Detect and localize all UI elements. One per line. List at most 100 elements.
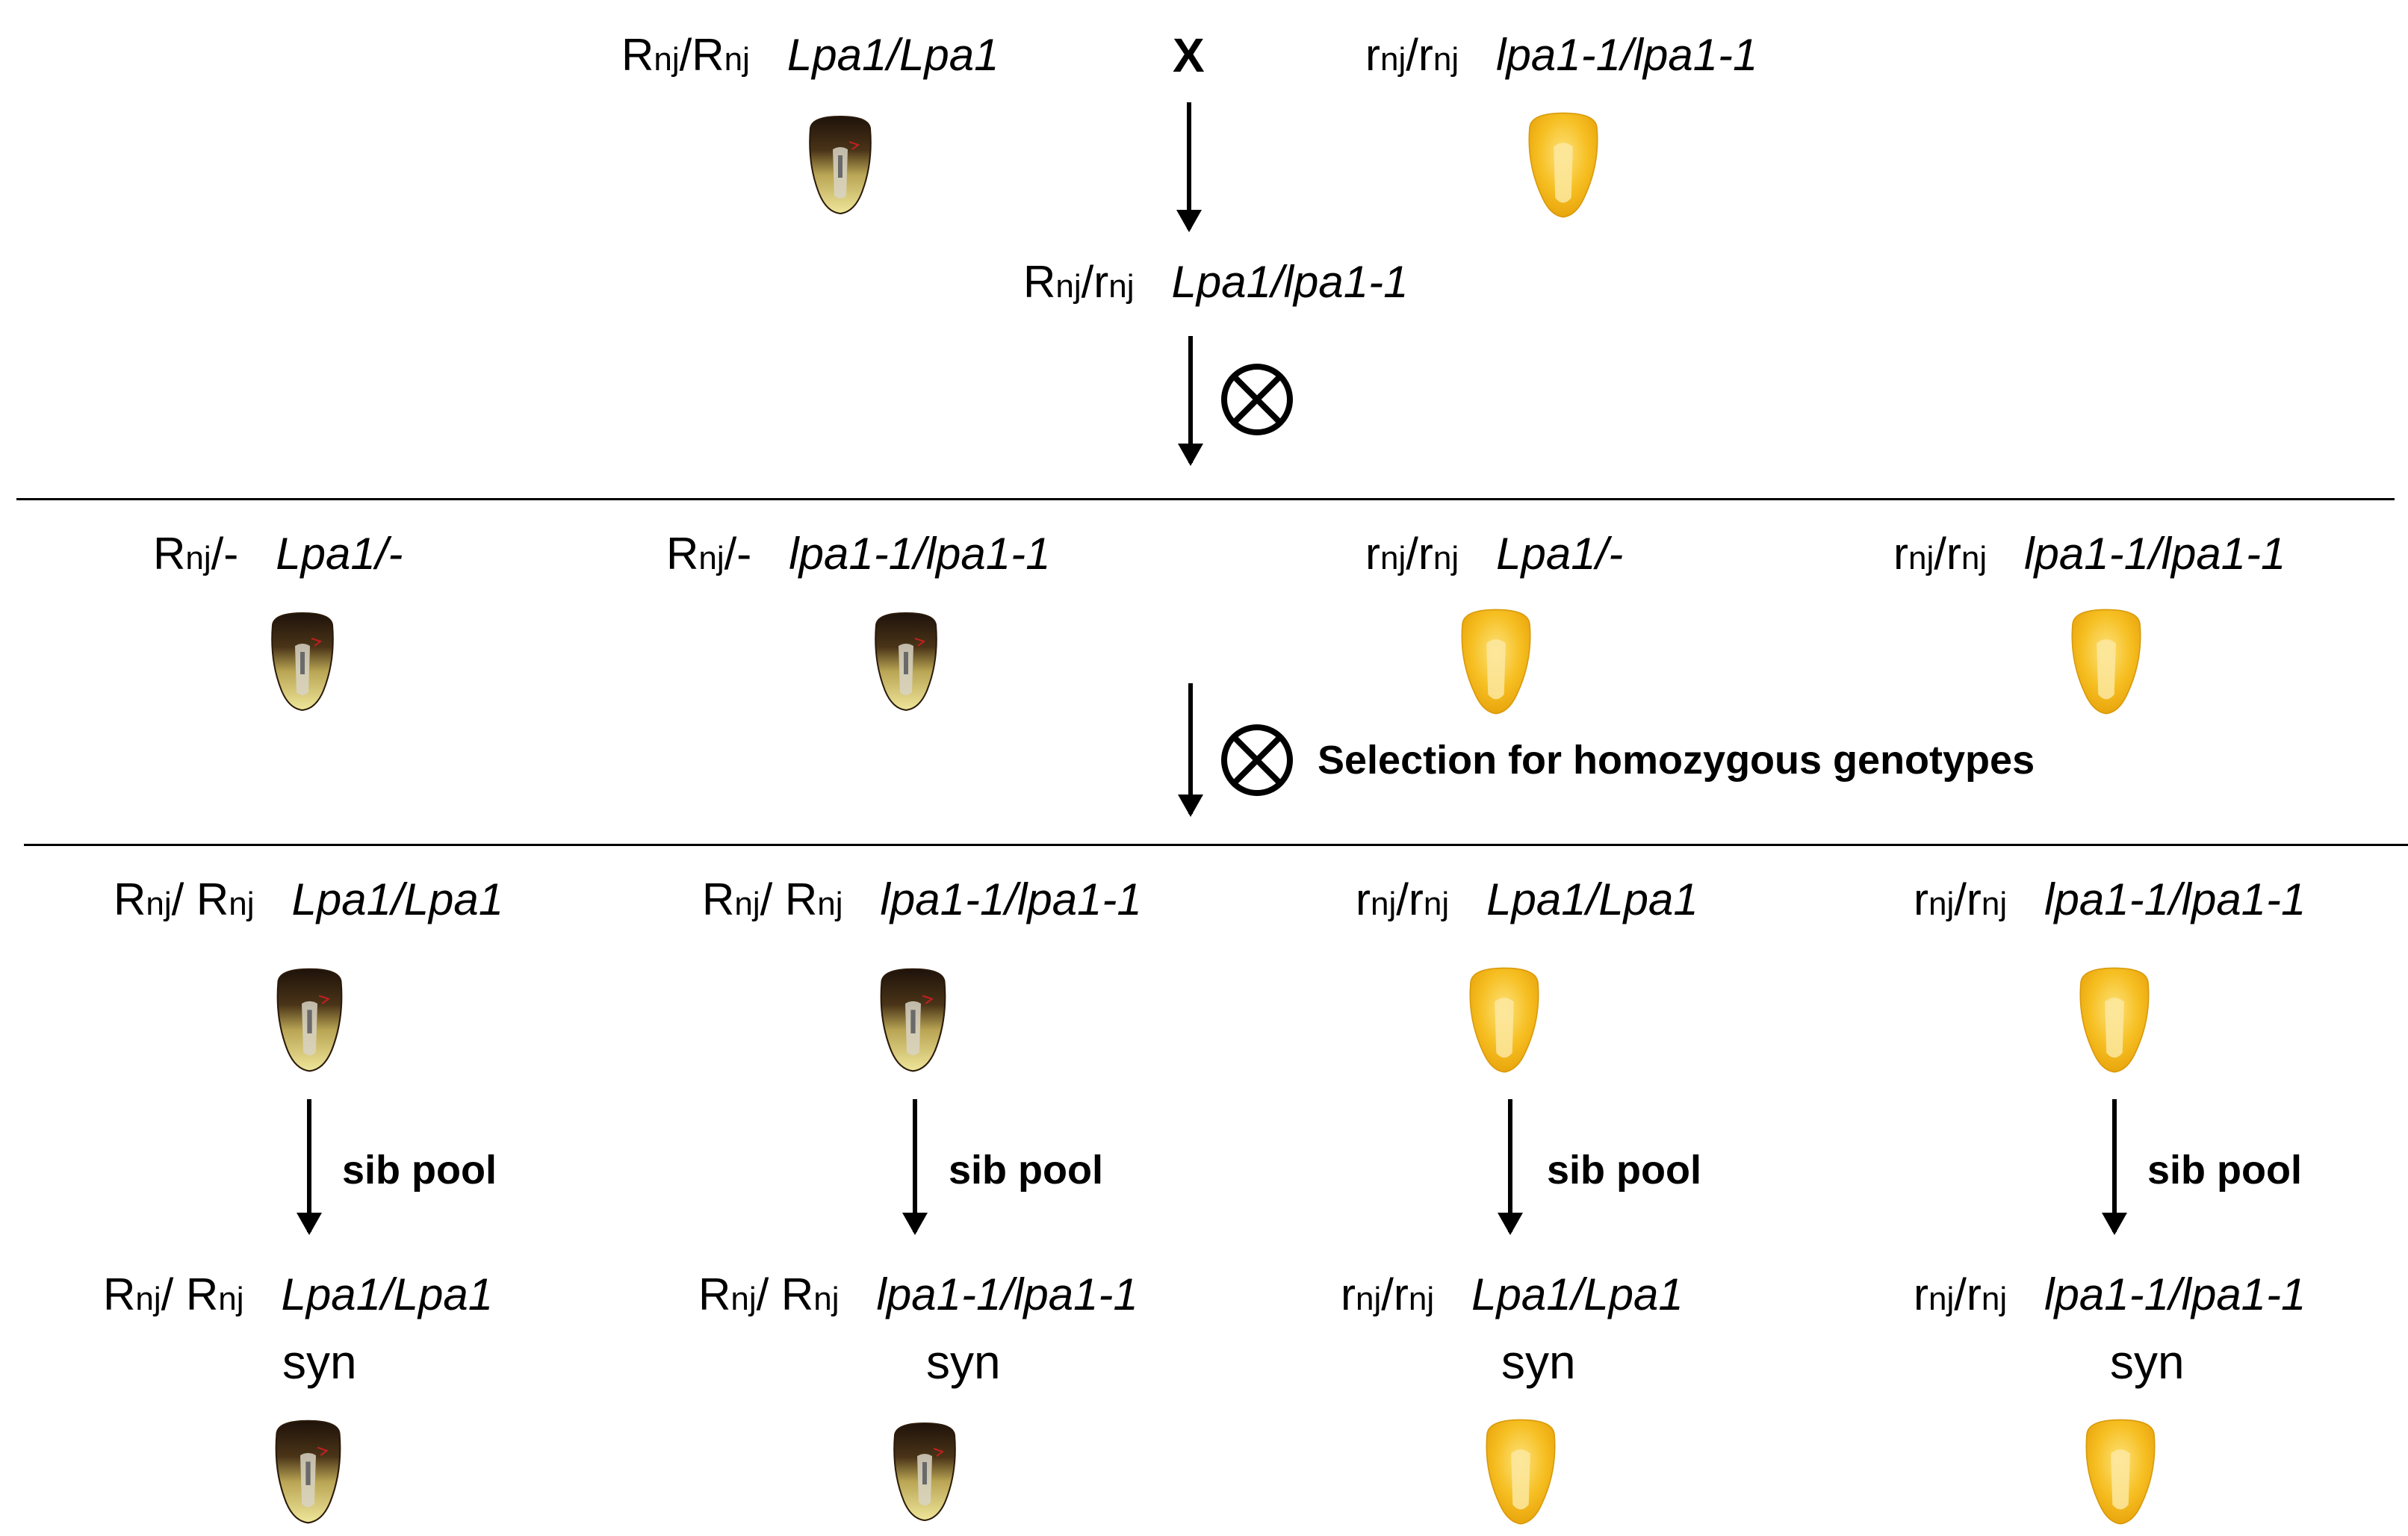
- f3-genotype-4: rnj/rnj lpa1-1/lpa1-1: [1914, 874, 2306, 924]
- allele-sub: nj: [698, 540, 724, 576]
- allele: r: [1893, 529, 1908, 579]
- allele: -: [736, 529, 752, 579]
- allele: R: [621, 30, 654, 80]
- allele-sub: nj: [1928, 1281, 1955, 1317]
- arrow-down: [1187, 102, 1191, 229]
- allele-sub: nj: [1108, 268, 1135, 305]
- allele: r: [1914, 1269, 1928, 1319]
- f3-genotype-3: rnj/rnj Lpa1/Lpa1: [1356, 874, 1698, 924]
- parent-right-genotype: rnj/rnj lpa1-1/lpa1-1: [1365, 30, 1758, 80]
- yellow-kernel-icon: [2073, 963, 2156, 1075]
- allele: R: [1023, 257, 1056, 307]
- allele-sub: nj: [734, 886, 760, 922]
- allele-sub: nj: [1055, 268, 1082, 305]
- allele: r: [1408, 874, 1424, 924]
- allele-sub: nj: [229, 886, 255, 922]
- allele: R: [769, 1269, 814, 1319]
- allele-sub: nj: [1981, 1281, 2008, 1317]
- allele-sub: nj: [1961, 540, 1987, 576]
- allele: R: [666, 529, 699, 579]
- allele-sub: nj: [730, 1281, 757, 1317]
- lpa-genotype: lpa1-1/lpa1-1: [2044, 874, 2306, 924]
- selection-label: Selection for homozygous genotypes: [1318, 738, 2035, 783]
- allele: r: [1966, 874, 1982, 924]
- allele-sub: nj: [218, 1281, 244, 1317]
- dark-pigmented-kernel-icon: [803, 108, 878, 220]
- lpa-genotype: lpa1-1/lpa1-1: [1496, 30, 1758, 80]
- f2-genotype-4: rnj/rnj lpa1-1/lpa1-1: [1893, 529, 2286, 579]
- allele-sub: nj: [1433, 540, 1459, 576]
- arrow-down: [307, 1099, 311, 1232]
- allele-sub: nj: [1355, 1281, 1382, 1317]
- arrow-down: [1508, 1099, 1512, 1232]
- allele-sub: nj: [1908, 540, 1934, 576]
- lpa-genotype: lpa1-1/lpa1-1: [876, 1269, 1138, 1319]
- syn-genotype-4: rnj/rnj lpa1-1/lpa1-1: [1914, 1269, 2306, 1319]
- selfing-symbol-icon: [1220, 723, 1294, 797]
- yellow-kernel-icon: [2079, 1415, 2162, 1527]
- allele: R: [114, 874, 146, 924]
- arrow-down: [2112, 1099, 2117, 1232]
- allele: R: [153, 529, 186, 579]
- dark-pigmented-kernel-icon: [869, 605, 943, 717]
- allele-sub: nj: [724, 41, 750, 78]
- allele: r: [1093, 257, 1109, 307]
- allele: -: [223, 529, 239, 579]
- syn-label: syn: [1501, 1335, 1576, 1389]
- yellow-kernel-icon: [1462, 963, 1546, 1075]
- allele-sub: nj: [1380, 540, 1406, 576]
- lpa-genotype: Lpa1/Lpa1: [1471, 1269, 1684, 1319]
- sib-pool-label: sib pool: [1547, 1148, 1701, 1193]
- allele: r: [1341, 1269, 1356, 1319]
- allele-sub: nj: [654, 41, 680, 78]
- allele-sub: nj: [1380, 41, 1406, 78]
- allele: R: [698, 1269, 731, 1319]
- yellow-kernel-icon: [1522, 108, 1604, 220]
- lpa-genotype: Lpa1/Lpa1: [291, 874, 504, 924]
- allele: r: [1393, 1269, 1409, 1319]
- allele: r: [1365, 30, 1380, 80]
- allele-sub: nj: [1423, 886, 1450, 922]
- cross-symbol: X: [1173, 28, 1205, 82]
- dark-pigmented-kernel-icon: [265, 605, 340, 717]
- dark-pigmented-kernel-icon: [270, 963, 349, 1075]
- divider-line: [24, 844, 2408, 846]
- sib-pool-label: sib pool: [949, 1148, 1103, 1193]
- syn-genotype-1: Rnj/ Rnj Lpa1/Lpa1: [103, 1269, 494, 1319]
- lpa-genotype: lpa1-1/lpa1-1: [789, 529, 1051, 579]
- divider-line: [16, 498, 2395, 500]
- parent-left-genotype: Rnj/Rnj Lpa1/Lpa1: [621, 30, 999, 80]
- dark-pigmented-kernel-icon: [887, 1415, 962, 1527]
- dark-pigmented-kernel-icon: [874, 963, 952, 1075]
- allele: r: [1418, 529, 1433, 579]
- allele: r: [1365, 529, 1380, 579]
- f3-genotype-2: Rnj/ Rnj lpa1-1/lpa1-1: [702, 874, 1142, 924]
- lpa-genotype: lpa1-1/lpa1-1: [880, 874, 1142, 924]
- dark-pigmented-kernel-icon: [269, 1415, 347, 1527]
- f2-genotype-1: Rnj/- Lpa1/-: [153, 529, 403, 579]
- f3-genotype-1: Rnj/ Rnj Lpa1/Lpa1: [114, 874, 504, 924]
- lpa-genotype: Lpa1/-: [276, 529, 403, 579]
- lpa-genotype: Lpa1/Lpa1: [786, 30, 999, 80]
- sib-pool-label: sib pool: [2147, 1148, 2302, 1193]
- allele: R: [702, 874, 735, 924]
- sib-pool-label: sib pool: [342, 1148, 497, 1193]
- arrow-down: [1188, 336, 1193, 463]
- allele: r: [1966, 1269, 1982, 1319]
- allele: r: [1418, 30, 1433, 80]
- allele: R: [692, 30, 724, 80]
- syn-label: syn: [282, 1335, 357, 1389]
- lpa-genotype: Lpa1/Lpa1: [281, 1269, 494, 1319]
- allele: R: [173, 1269, 219, 1319]
- lpa-genotype: Lpa1/Lpa1: [1486, 874, 1698, 924]
- allele: R: [103, 1269, 136, 1319]
- syn-genotype-3: rnj/rnj Lpa1/Lpa1: [1341, 1269, 1684, 1319]
- lpa-genotype: Lpa1/lpa1-1: [1171, 257, 1409, 307]
- allele-sub: nj: [817, 886, 843, 922]
- allele-sub: nj: [135, 1281, 161, 1317]
- arrow-down: [913, 1099, 917, 1232]
- allele-sub: nj: [185, 540, 211, 576]
- syn-genotype-2: Rnj/ Rnj lpa1-1/lpa1-1: [698, 1269, 1138, 1319]
- yellow-kernel-icon: [2065, 605, 2147, 717]
